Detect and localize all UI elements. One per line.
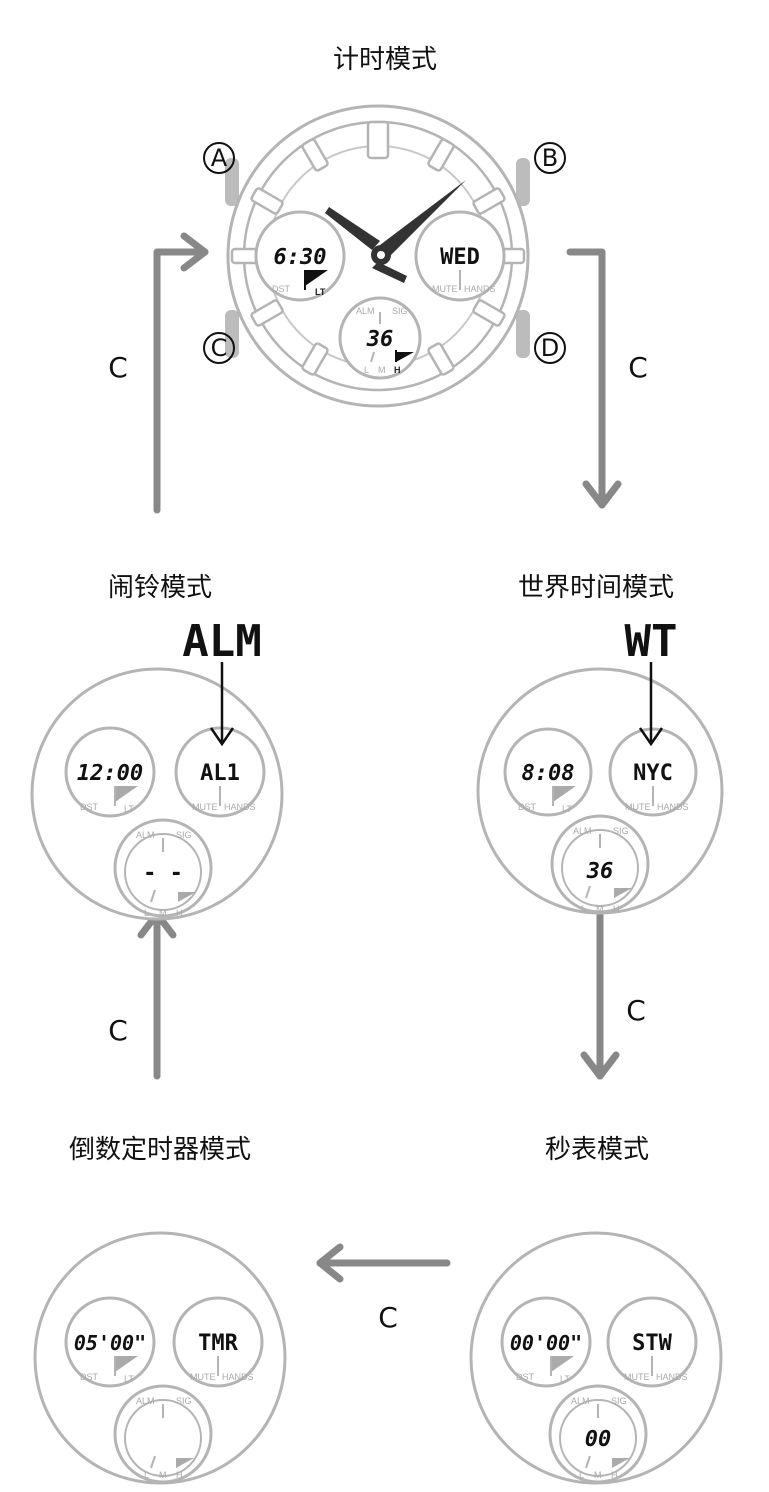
svg-text:DST: DST [516, 1372, 535, 1382]
c-label-left-mid: C [108, 1014, 128, 1047]
button-b-shape[interactable] [516, 158, 530, 206]
worldtime-watch: 8:08 DST LT NYC MUTE HANDS ALM SIG 36 L … [476, 667, 724, 915]
c-label-right-mid: C [626, 994, 646, 1027]
arrowhead-right-mid [580, 1051, 620, 1080]
worldtime-right-display: NYC [633, 761, 673, 786]
svg-text:LT: LT [560, 1374, 570, 1384]
stopwatch-title: 秒表模式 [545, 1135, 649, 1165]
tk-h-label: H [394, 365, 401, 375]
worldtime-left-display: 8:08 [522, 761, 575, 786]
tk-m-label: M [378, 365, 386, 375]
svg-text:DST: DST [518, 802, 537, 812]
arrowhead-right-top [582, 480, 622, 509]
timer-left-display: 05'00" [74, 1331, 146, 1355]
svg-text:L: L [144, 908, 149, 918]
worldtime-callout: WT [625, 616, 678, 667]
svg-text:HANDS: HANDS [656, 1372, 688, 1382]
stopwatch-bottom-display: 00 [585, 1427, 612, 1452]
svg-text:C: C [211, 334, 228, 362]
svg-text:M: M [594, 1470, 602, 1480]
svg-text:B: B [542, 144, 558, 172]
alarm-bottom-display: - - [143, 861, 183, 886]
tk-left-display: 6:30 [274, 245, 327, 270]
svg-text:LT: LT [124, 1374, 134, 1384]
timekeeping-title: 计时模式 [333, 45, 437, 75]
timer-watch: 05'00" DST LT TMR MUTE HANDS ALM SIG L M… [33, 1231, 287, 1485]
button-d-shape[interactable] [516, 310, 530, 358]
c-label-bottom: C [378, 1301, 398, 1334]
svg-text:L: L [579, 1470, 584, 1480]
svg-text:M: M [596, 904, 604, 914]
svg-text:HANDS: HANDS [657, 802, 689, 812]
timer-right-display: TMR [198, 1331, 238, 1356]
minute-hand [376, 180, 466, 263]
svg-text:SIG: SIG [176, 1396, 192, 1406]
svg-text:DST: DST [80, 1372, 99, 1382]
svg-text:MUTE: MUTE [192, 802, 218, 812]
c-label-left-top: C [108, 351, 128, 384]
alarm-callout: ALM [182, 616, 261, 667]
svg-text:SIG: SIG [613, 826, 629, 836]
svg-text:H: H [176, 1470, 183, 1480]
button-a-label: A [203, 142, 235, 174]
button-c-label: C [203, 332, 235, 364]
svg-text:SIG: SIG [611, 1396, 627, 1406]
arrow-timekeeping-to-worldtime [566, 248, 606, 509]
worldtime-bottom-display: 36 [586, 859, 614, 884]
svg-text:SIG: SIG [176, 830, 192, 840]
svg-text:HANDS: HANDS [224, 802, 256, 812]
tk-lt-label: LT [315, 287, 326, 297]
svg-text:MUTE: MUTE [624, 1372, 650, 1382]
tk-mute-label: MUTE [432, 284, 458, 294]
alarm-watch: 12:00 DST LT AL1 MUTE HANDS ALM SIG - - … [30, 667, 284, 921]
svg-text:L: L [581, 904, 586, 914]
svg-text:MUTE: MUTE [190, 1372, 216, 1382]
alarm-left-display: 12:00 [77, 761, 143, 786]
button-d-label: D [534, 332, 566, 364]
arrowhead-bottom [316, 1243, 344, 1283]
svg-text:ALM: ALM [136, 830, 155, 840]
timekeeping-watch: 6:30 DST LT WED MUTE HANDS ALM SIG 36 L … [225, 104, 530, 408]
svg-text:HANDS: HANDS [222, 1372, 254, 1382]
arrow-alarm-to-timekeeping [153, 248, 209, 514]
svg-text:M: M [159, 1470, 167, 1480]
worldtime-title: 世界时间模式 [518, 573, 674, 603]
alarm-right-display: AL1 [200, 761, 240, 786]
stopwatch-left-display: 00'00" [510, 1331, 582, 1355]
arrowhead-left-top [180, 232, 209, 272]
tk-alm-label: ALM [356, 306, 375, 316]
svg-text:L: L [144, 1470, 149, 1480]
svg-text:A: A [211, 144, 228, 172]
tk-sig-label: SIG [392, 306, 408, 316]
button-c-shape[interactable] [225, 310, 239, 358]
hour-hand [325, 207, 380, 250]
alarm-callout-arrow [209, 662, 235, 747]
button-b-label: B [534, 142, 566, 174]
tk-bottom-display: 36 [366, 327, 394, 352]
tk-hands-label: HANDS [464, 284, 496, 294]
svg-text:MUTE: MUTE [625, 802, 651, 812]
svg-text:LT: LT [124, 804, 134, 814]
worldtime-callout-arrow [638, 662, 664, 747]
svg-text:H: H [611, 1470, 618, 1480]
svg-text:ALM: ALM [136, 1396, 155, 1406]
svg-text:LT: LT [562, 804, 572, 814]
svg-text:D: D [541, 334, 559, 362]
svg-text:DST: DST [80, 802, 99, 812]
tk-l-label: L [364, 365, 369, 375]
tk-dst-label: DST [272, 284, 291, 294]
svg-text:H: H [176, 908, 183, 918]
svg-text:ALM: ALM [573, 826, 592, 836]
timer-title: 倒数定时器模式 [69, 1135, 251, 1165]
alarm-title: 闹铃模式 [108, 573, 212, 603]
tk-right-display: WED [440, 245, 480, 270]
stopwatch-watch: 00'00" DST LT STW MUTE HANDS ALM SIG 00 … [469, 1231, 723, 1485]
svg-text:H: H [613, 904, 620, 914]
c-label-right-top: C [628, 351, 648, 384]
svg-text:M: M [159, 908, 167, 918]
stopwatch-right-display: STW [632, 1331, 672, 1356]
svg-text:ALM: ALM [571, 1396, 590, 1406]
